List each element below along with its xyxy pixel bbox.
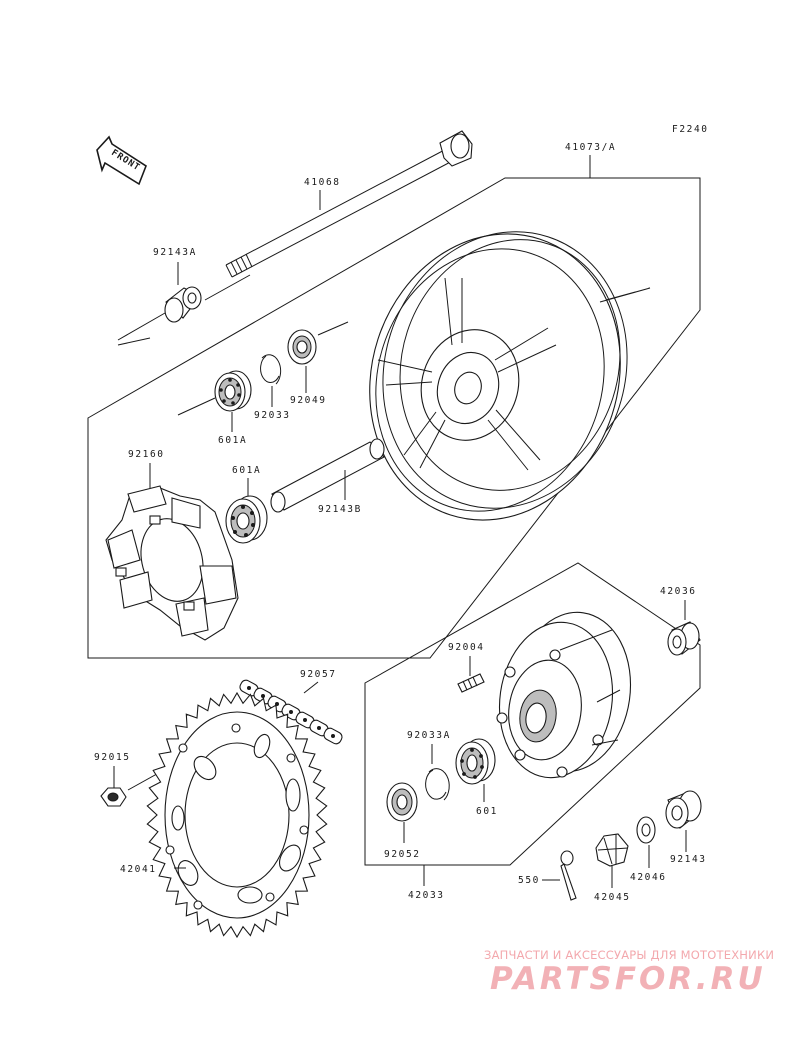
label-nut: 92015	[94, 752, 131, 763]
circlip-coupling-part	[425, 768, 450, 801]
wheel-assembly-frame	[87, 177, 701, 659]
wheel-axis-left	[117, 337, 151, 346]
coupling-assembly-frame	[364, 562, 701, 866]
spacer-part	[270, 438, 385, 513]
damper-part	[105, 485, 239, 641]
label-washer: 42046	[630, 872, 667, 883]
label-seal-coupling: 92052	[384, 849, 421, 860]
label-bearing-coupling: 601	[476, 806, 498, 817]
label-axle: 41068	[304, 177, 341, 188]
label-chain: 92057	[300, 669, 337, 680]
label-wheel: 41073/A	[565, 142, 616, 153]
label-stud: 92004	[448, 642, 485, 653]
washer-part	[636, 816, 656, 844]
label-sprocket: 42041	[120, 864, 157, 875]
label-circlip-hub: 92033	[254, 410, 291, 421]
seal-hub-part	[287, 329, 317, 365]
bearing-coupling-part	[455, 738, 496, 785]
label-collar-coupling: 92143	[670, 854, 707, 865]
collar-left-axis	[117, 274, 251, 341]
label-seal-hub: 92049	[290, 395, 327, 406]
collar-coupling-part	[665, 790, 702, 829]
wheel-part	[369, 231, 628, 521]
bearing-upper-axis	[177, 397, 216, 416]
label-coupling: 42033	[408, 890, 445, 901]
seal-coupling-part	[386, 782, 418, 822]
label-axle-nut: 42045	[594, 892, 631, 903]
label-bearing-lower: 601A	[232, 465, 261, 476]
sprocket-part	[146, 691, 328, 939]
label-bearing-upper: 601A	[218, 435, 247, 446]
axle-nut-part	[595, 833, 629, 867]
stud-part	[457, 673, 485, 693]
circlip-hub-part	[260, 354, 282, 385]
chain-part	[239, 679, 343, 745]
label-cotter-pin: 550	[518, 875, 540, 886]
collar-right-part	[667, 621, 701, 656]
seal-hub-axis	[317, 321, 349, 336]
watermark-logo: PARTSFOR.RU	[490, 961, 766, 997]
label-collar-right: 42036	[660, 586, 697, 597]
cotter-pin-part	[560, 850, 577, 901]
bearing-lower-part	[225, 495, 268, 544]
front-direction-badge: FRONT	[96, 135, 147, 186]
chain-leader	[303, 681, 319, 694]
nut-part	[100, 787, 127, 807]
figure-code: F2240	[672, 124, 709, 135]
collar-left-part	[164, 286, 202, 323]
watermark-tagline: ЗАПЧАСТИ И АКСЕССУАРЫ ДЛЯ МОТОТЕХНИКИ	[484, 948, 775, 962]
label-damper: 92160	[128, 449, 165, 460]
bearing-upper-part	[214, 370, 252, 412]
wheel-axis-right	[599, 287, 651, 303]
label-circlip-coupling: 92033A	[407, 730, 451, 741]
label-spacer: 92143B	[318, 504, 362, 515]
label-collar-left: 92143A	[153, 247, 197, 258]
coupling-part	[496, 611, 632, 779]
axle-part	[225, 130, 473, 278]
